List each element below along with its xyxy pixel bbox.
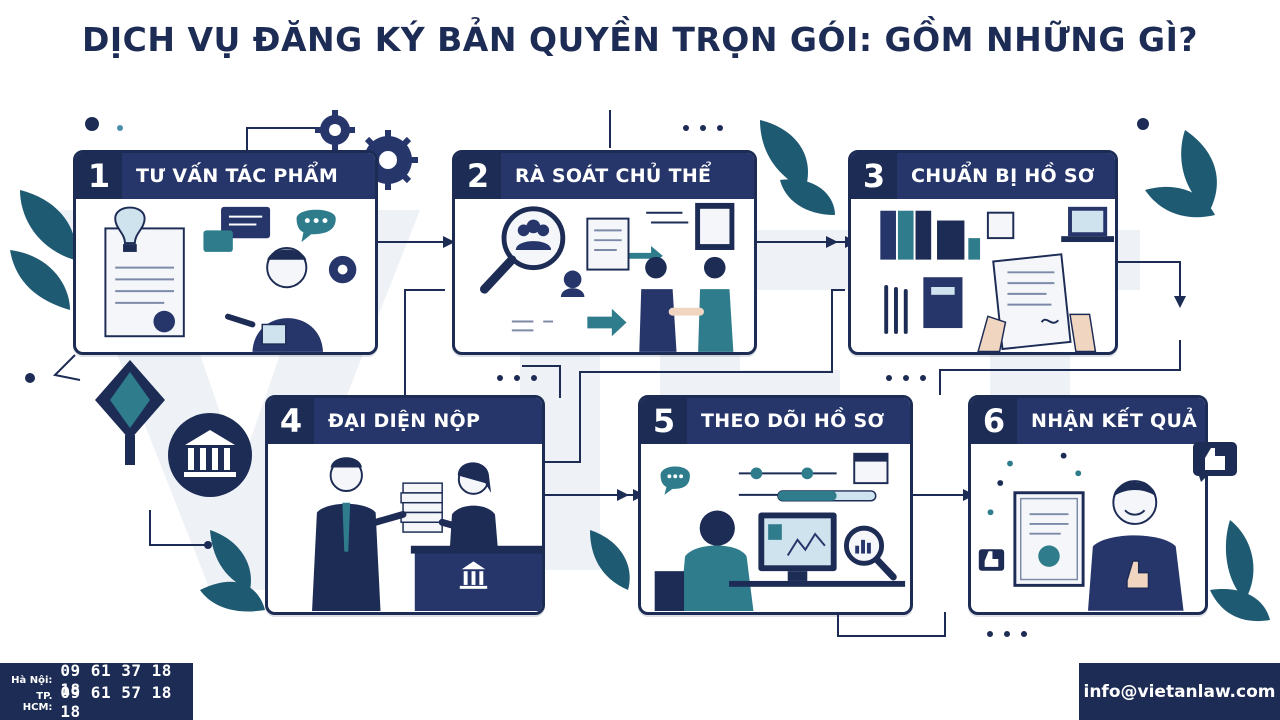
step-card-5: 5 THEO DÕI HỒ SƠ <box>638 395 913 615</box>
hcm-phone[interactable]: 09 61 57 18 18 <box>60 683 172 720</box>
step-header-1: 1 TƯ VẤN TÁC PHẨM <box>76 153 375 199</box>
step-header-3: 3 CHUẨN BỊ HỒ SƠ <box>851 153 1115 199</box>
step-number-4: 4 <box>268 398 314 444</box>
step-title-4: ĐẠI DIỆN NỘP <box>328 410 481 432</box>
contact-row-hanoi: Hà Nội: 09 61 37 18 18 <box>6 661 187 699</box>
step-card-6: 6 NHẬN KẾT QUẢ <box>968 395 1208 615</box>
step-number-5: 5 <box>641 398 687 444</box>
step-number-1: 1 <box>76 153 122 199</box>
step-header-6: 6 NHẬN KẾT QUẢ <box>971 398 1205 444</box>
step-card-3: 3 CHUẨN BỊ HỒ SƠ <box>848 150 1118 355</box>
subject-review-illustration <box>479 202 735 352</box>
tracking-illustration <box>654 452 906 612</box>
step-header-5: 5 THEO DÕI HỒ SƠ <box>641 398 910 444</box>
consultation-illustration <box>104 206 357 352</box>
step-card-1: 1 TƯ VẤN TÁC PHẨM <box>73 150 378 355</box>
page-title: DỊCH VỤ ĐĂNG KÝ BẢN QUYỀN TRỌN GÓI: GỒM … <box>81 20 1198 59</box>
contact-phone-block: Hà Nội: 09 61 37 18 18 TP. HCM: 09 61 57… <box>0 661 193 720</box>
step-number-3: 3 <box>851 153 897 199</box>
hanoi-phone[interactable]: 09 61 37 18 18 <box>60 661 172 699</box>
step-title-3: CHUẨN BỊ HỒ SƠ <box>911 165 1095 187</box>
hanoi-label: Hà Nội: <box>11 674 53 686</box>
step-title-6: NHẬN KẾT QUẢ <box>1031 410 1198 432</box>
hcm-label: TP. HCM: <box>22 691 53 713</box>
step-header-2: 2 RÀ SOÁT CHỦ THỂ <box>455 153 754 199</box>
step-number-2: 2 <box>455 153 501 199</box>
submission-illustration <box>312 457 542 612</box>
step-card-4: 4 ĐẠI DIỆN NỘP <box>265 395 545 615</box>
step-number-6: 6 <box>971 398 1017 444</box>
result-illustration <box>978 452 1184 611</box>
step-title-5: THEO DÕI HỒ SƠ <box>701 410 885 432</box>
contact-email[interactable]: info@vietanlaw.com <box>1079 663 1280 720</box>
step-title-1: TƯ VẤN TÁC PHẨM <box>136 165 339 187</box>
step-card-2: 2 RÀ SOÁT CHỦ THỂ <box>452 150 757 355</box>
step-header-4: 4 ĐẠI DIỆN NỘP <box>268 398 542 444</box>
contact-row-hcm: TP. HCM: 09 61 57 18 18 <box>6 683 187 720</box>
step-title-2: RÀ SOÁT CHỦ THỂ <box>515 165 712 187</box>
document-prep-illustration <box>880 206 1115 352</box>
